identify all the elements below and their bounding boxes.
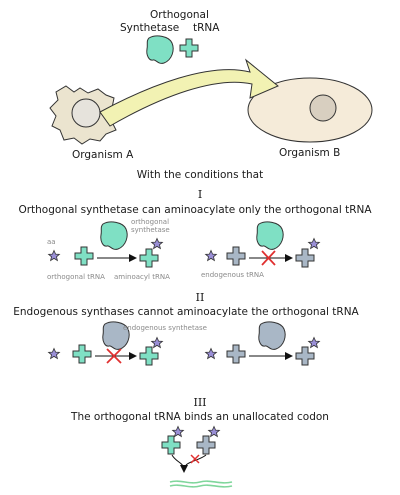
section-ii-numeral: II [196, 291, 205, 304]
header-orthogonal-label: Orthogonal [150, 9, 209, 21]
endogenous-trna-amino-acid-icon [308, 238, 320, 249]
section-ii-title: Endogenous synthases cannot aminoacylate… [13, 306, 359, 318]
amino-acid-icon [48, 250, 60, 261]
organism-a-cell [49, 85, 119, 145]
orthogonal-trna-amino-acid-icon [151, 337, 163, 348]
endogenous-trna-icon [226, 246, 246, 266]
orthogonal-trna-icon [139, 346, 159, 366]
section-i-title: Orthogonal synthetase can aminoacylate o… [18, 204, 372, 216]
orthogonal-trna-icon [161, 435, 181, 455]
orthogonal-trna-amino-acid-icon [172, 426, 184, 437]
label-aminoacyl-trna: aminoacyl tRNA [114, 273, 170, 281]
section-iii-title: The orthogonal tRNA binds an unallocated… [70, 411, 329, 423]
organism-b-cell [247, 77, 373, 143]
blocked-cross-icon [106, 348, 122, 364]
orthogonal-synthetase-icon [100, 221, 128, 250]
transfer-arrow [99, 58, 279, 127]
label-orthogonal-trna: orthogonal tRNA [47, 273, 105, 281]
endogenous-trna-icon [226, 344, 246, 364]
blocked-cross-icon [190, 454, 200, 464]
endogenous-trna-amino-acid-icon [208, 426, 220, 437]
blocked-cross-icon [261, 250, 276, 266]
aminoacyl-trna-icon [139, 248, 159, 268]
organism-b-nucleus [309, 94, 337, 122]
amino-acid-icon [48, 348, 60, 359]
header-synthetase-label: Synthetase [120, 22, 179, 34]
blocked-binding-path [185, 454, 207, 466]
label-aa: aa [47, 238, 56, 246]
section-iii-numeral: III [193, 396, 206, 409]
amino-acid-icon [205, 250, 217, 261]
endogenous-trna-amino-acid-icon [308, 337, 320, 348]
label-orthogonal-synthetase-line1: orthogonal [131, 218, 169, 226]
codon-binding-arrow [171, 454, 188, 473]
conditions-intro: With the conditions that [137, 169, 263, 181]
aminoacyl-trna-amino-acid-icon [151, 238, 163, 249]
header-orthogonal-synthetase-icon [146, 35, 174, 64]
endogenous-trna-icon [295, 346, 315, 366]
endogenous-synthetase-icon [258, 321, 286, 350]
label-orthogonal-synthetase-line2: synthetase [131, 226, 170, 234]
orthogonal-synthetase-icon [256, 221, 284, 250]
label-endogenous-trna: endogenous tRNA [201, 271, 264, 279]
header-trna-label: tRNA [193, 22, 220, 34]
organism-a-nucleus [71, 98, 101, 128]
orthogonal-trna-icon [72, 344, 92, 364]
header-orthogonal-trna-icon [179, 38, 199, 58]
organism-a-label: Organism A [72, 149, 134, 161]
endogenous-trna-icon [196, 435, 216, 455]
organism-b-label: Organism B [279, 147, 340, 159]
orthogonal-trna-icon [74, 246, 94, 266]
label-endogenous-synthetase: endogenous synthetase [123, 324, 207, 332]
amino-acid-icon [205, 348, 217, 359]
mrna-strand [169, 480, 233, 488]
section-i-numeral: I [198, 188, 202, 201]
endogenous-trna-icon [295, 248, 315, 268]
